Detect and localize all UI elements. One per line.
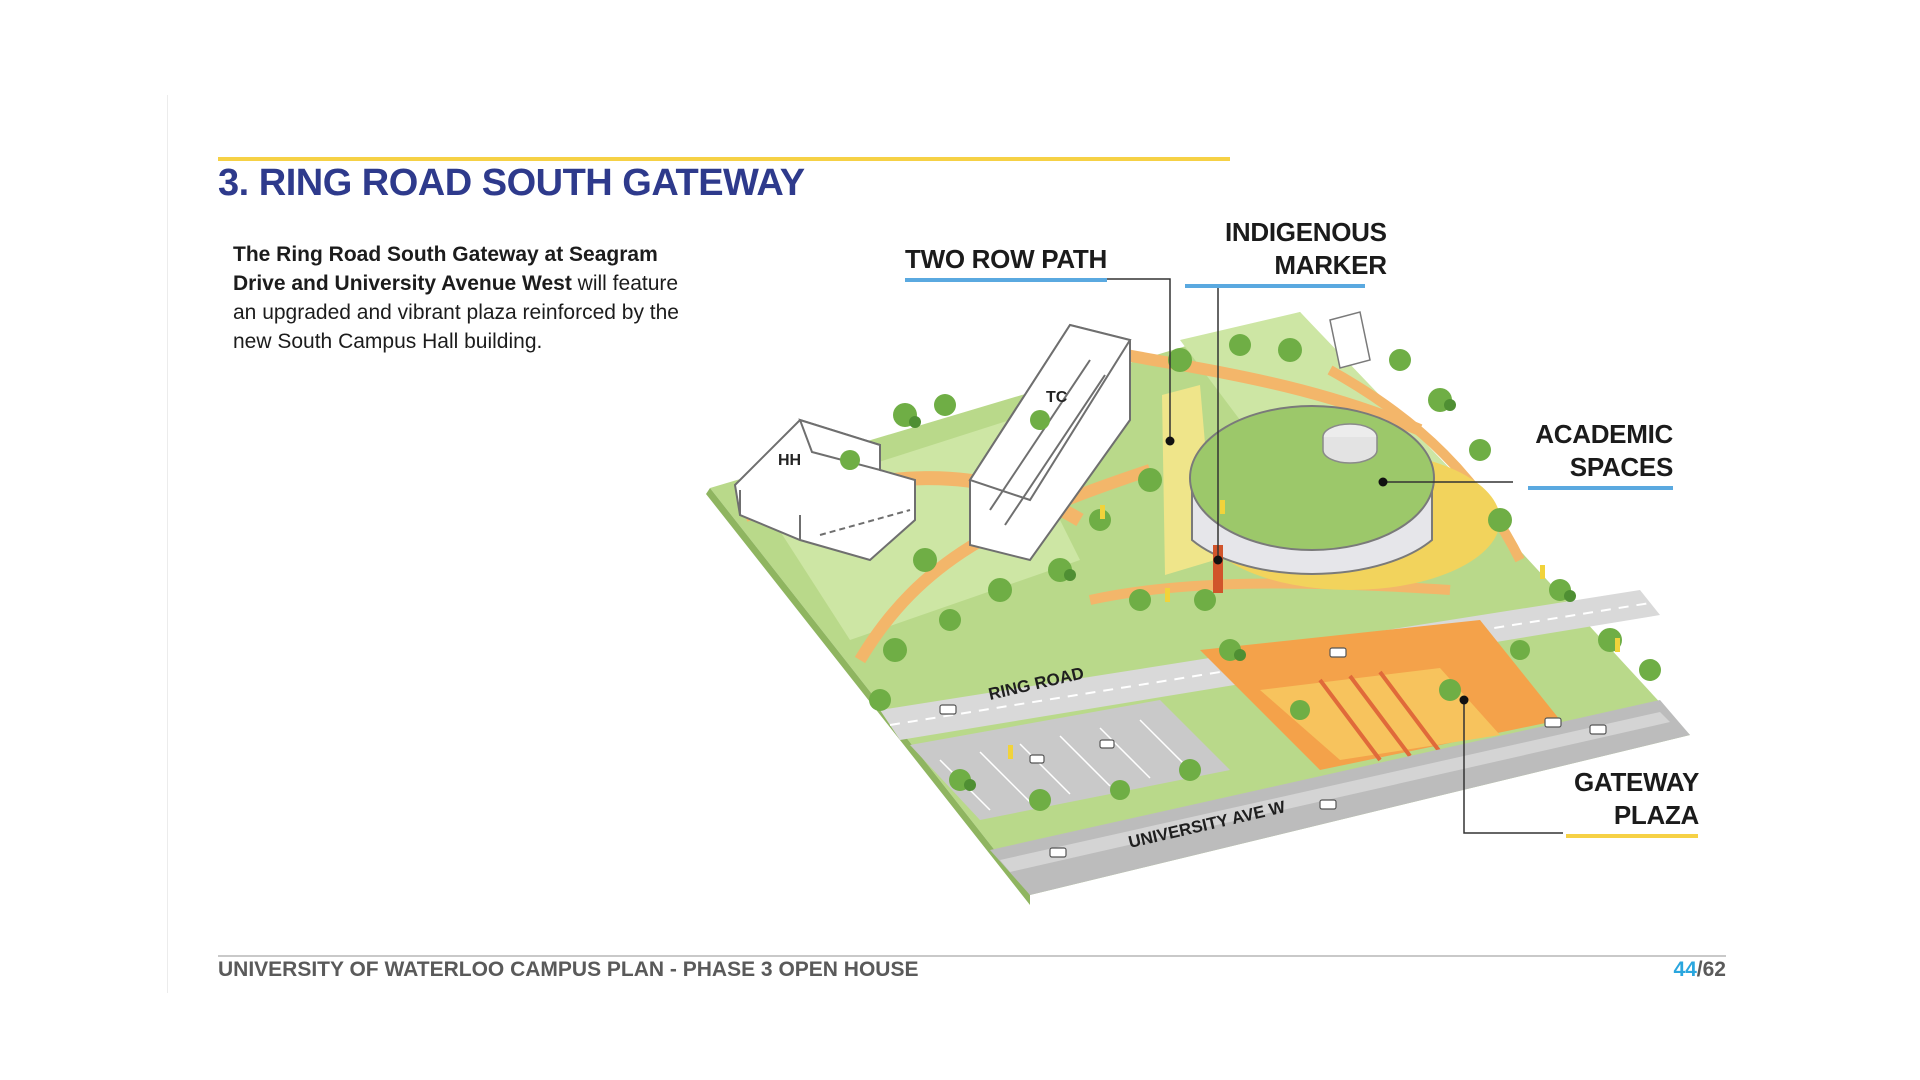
callout-underline xyxy=(1566,834,1698,838)
callout-academic-line1: ACADEMIC xyxy=(1535,419,1673,449)
page-title: 3. RING ROAD SOUTH GATEWAY xyxy=(218,162,805,204)
callout-underline xyxy=(905,278,1107,282)
tc-building xyxy=(968,323,1132,562)
intro-text: The Ring Road South Gateway at Seagram D… xyxy=(233,240,693,356)
callout-indigenous-line2: MARKER xyxy=(1274,250,1387,280)
hh-building xyxy=(733,418,916,562)
callout-gateway-line1: GATEWAY xyxy=(1574,767,1700,797)
gateway-plaza-leader xyxy=(1463,700,1563,834)
academic-building xyxy=(1189,405,1435,575)
footer-title: UNIVERSITY OF WATERLOO CAMPUS PLAN - PHA… xyxy=(218,958,919,981)
callout-two-row-path: TWO ROW PATH xyxy=(905,243,1107,282)
tc-label: TC xyxy=(1046,389,1068,406)
callout-two-row-path-text: TWO ROW PATH xyxy=(905,244,1107,274)
hh-label: HH xyxy=(778,452,801,469)
intro-bold: The Ring Road South Gateway at Seagram D… xyxy=(233,243,658,295)
callout-academic-line2: SPACES xyxy=(1569,452,1674,482)
callout-gateway-line2: PLAZA xyxy=(1613,800,1700,830)
callout-underline xyxy=(1528,486,1673,490)
callout-academic-spaces: ACADEMIC SPACES xyxy=(1528,418,1673,490)
intro-rest: will feature an upgraded and vibrant pla… xyxy=(233,272,679,353)
callout-indigenous-marker: INDIGENOUS MARKER xyxy=(1185,216,1387,288)
two-row-path-leader xyxy=(1102,278,1171,441)
page-number: 44/62 xyxy=(1673,958,1726,982)
callout-gateway-plaza: GATEWAY PLAZA xyxy=(1566,766,1700,838)
footer-rule xyxy=(218,955,1726,957)
left-divider xyxy=(167,95,168,993)
page-current: 44 xyxy=(1673,958,1697,981)
callout-underline xyxy=(1185,284,1365,288)
callout-indigenous-line1: INDIGENOUS xyxy=(1225,217,1387,247)
page-total: /62 xyxy=(1696,958,1726,981)
title-rule xyxy=(218,157,1230,161)
